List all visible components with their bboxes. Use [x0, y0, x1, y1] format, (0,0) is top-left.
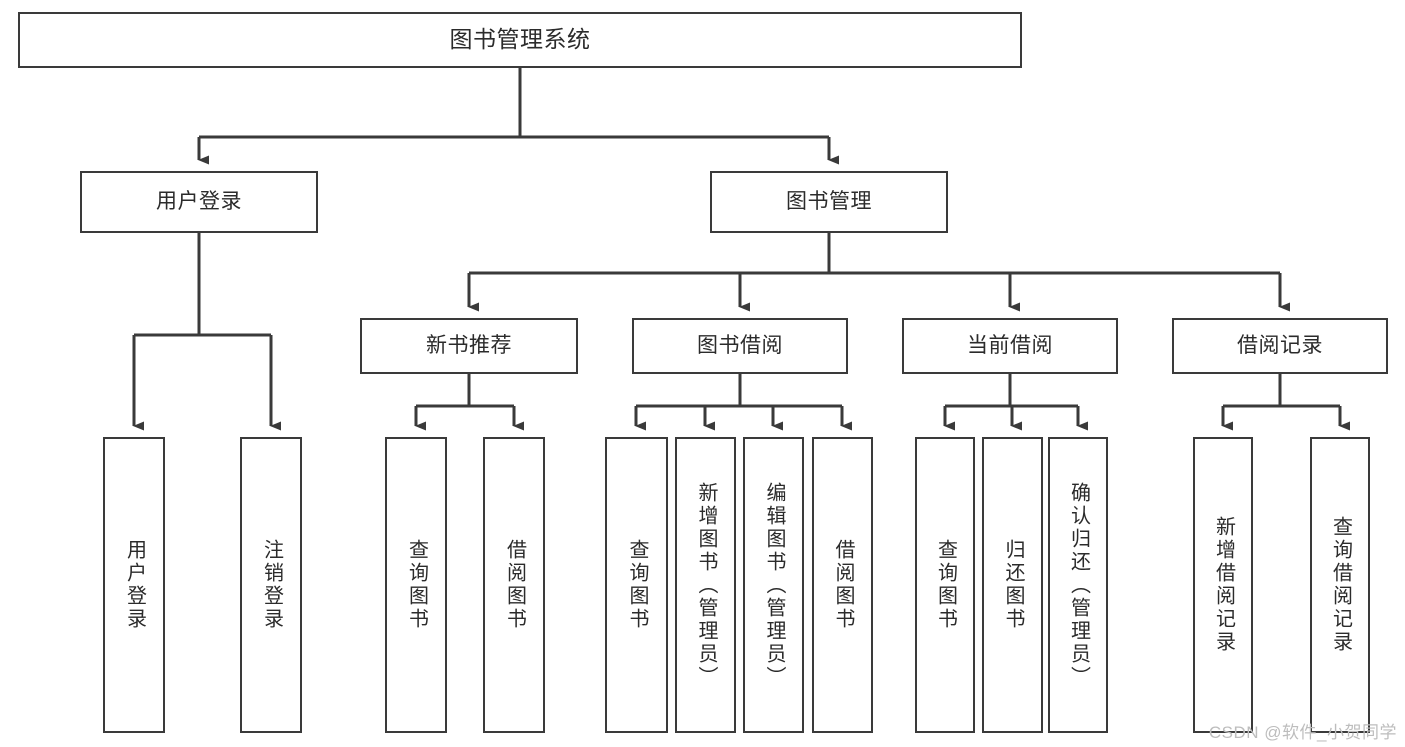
node-leaf-confirm-return[interactable]: 确认归还（管理员）: [1048, 437, 1108, 733]
node-leaf-query-record-label: 查询借阅记录: [1329, 516, 1352, 654]
node-user-login-label: 用户登录: [156, 189, 242, 213]
node-root-label: 图书管理系统: [449, 26, 591, 53]
node-current-borrow-label: 当前借阅: [967, 333, 1053, 357]
node-root[interactable]: 图书管理系统: [18, 12, 1022, 68]
node-leaf-query-book-1[interactable]: 查询图书: [385, 437, 447, 733]
node-current-borrow[interactable]: 当前借阅: [902, 318, 1118, 374]
node-borrow-records-label: 借阅记录: [1237, 333, 1323, 357]
node-user-login[interactable]: 用户登录: [80, 171, 318, 233]
node-leaf-return-book-label: 归还图书: [1002, 539, 1024, 631]
node-leaf-edit-book[interactable]: 编辑图书（管理员）: [743, 437, 804, 733]
node-borrow-records[interactable]: 借阅记录: [1172, 318, 1388, 374]
node-leaf-add-record-label: 新增借阅记录: [1212, 516, 1235, 654]
node-leaf-add-record[interactable]: 新增借阅记录: [1193, 437, 1253, 733]
node-leaf-query-book-2-label: 查询图书: [626, 539, 648, 631]
node-new-book-recommend-label: 新书推荐: [426, 333, 512, 357]
node-leaf-borrow-book-1-label: 借阅图书: [503, 539, 526, 631]
node-book-borrow-label: 图书借阅: [697, 333, 783, 357]
node-leaf-user-login-label: 用户登录: [123, 539, 146, 631]
node-leaf-edit-book-label: 编辑图书（管理员）: [763, 481, 785, 689]
node-leaf-query-record[interactable]: 查询借阅记录: [1310, 437, 1370, 733]
node-leaf-logout-label: 注销登录: [260, 539, 283, 631]
node-leaf-add-book-label: 新增图书（管理员）: [695, 481, 717, 689]
node-book-manage-label: 图书管理: [786, 189, 872, 213]
node-leaf-confirm-return-label: 确认归还（管理员）: [1067, 481, 1090, 689]
node-leaf-query-book-3[interactable]: 查询图书: [915, 437, 975, 733]
node-leaf-query-book-3-label: 查询图书: [934, 539, 957, 631]
node-leaf-add-book[interactable]: 新增图书（管理员）: [675, 437, 736, 733]
node-leaf-query-book-2[interactable]: 查询图书: [605, 437, 668, 733]
node-leaf-borrow-book-2-label: 借阅图书: [832, 539, 854, 631]
node-leaf-return-book[interactable]: 归还图书: [982, 437, 1043, 733]
node-leaf-logout[interactable]: 注销登录: [240, 437, 302, 733]
node-leaf-user-login[interactable]: 用户登录: [103, 437, 165, 733]
node-leaf-borrow-book-2[interactable]: 借阅图书: [812, 437, 873, 733]
node-new-book-recommend[interactable]: 新书推荐: [360, 318, 578, 374]
node-leaf-borrow-book-1[interactable]: 借阅图书: [483, 437, 545, 733]
node-book-manage[interactable]: 图书管理: [710, 171, 948, 233]
node-leaf-query-book-1-label: 查询图书: [405, 539, 428, 631]
node-book-borrow[interactable]: 图书借阅: [632, 318, 848, 374]
